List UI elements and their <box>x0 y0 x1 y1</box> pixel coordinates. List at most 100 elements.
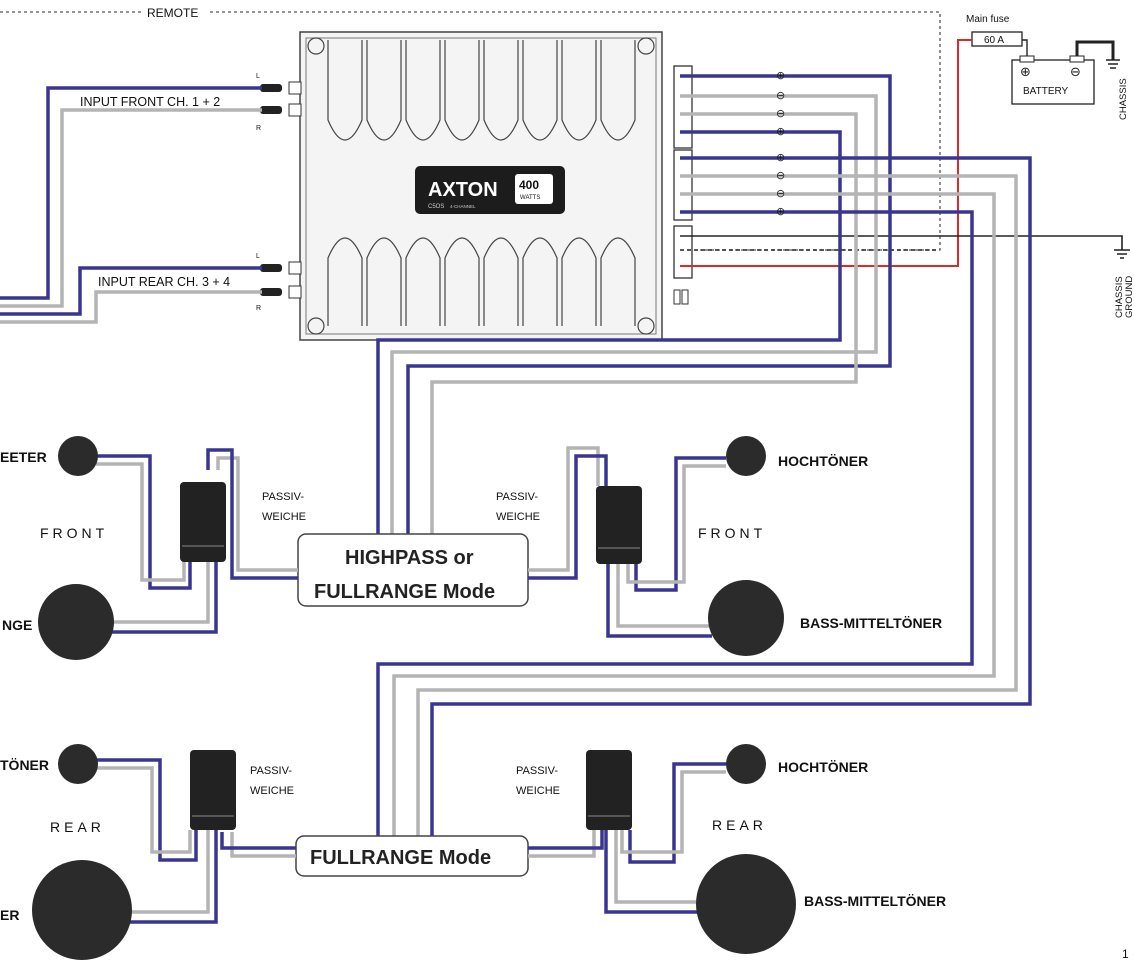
rear-left-woofer-label: ER <box>0 907 19 923</box>
ground-wire <box>680 235 1123 250</box>
battery <box>1011 59 1095 105</box>
rear-right-tweeter-label: HOCHTÖNER <box>778 759 868 775</box>
amp-brand: AXTON <box>428 179 498 201</box>
rear-left-speakers: TÖNER REAR ER PASSIV- WEICHE <box>0 744 296 960</box>
highpass-mode-line2: FULLRANGE Mode <box>314 581 495 603</box>
rear-right-crossover <box>586 750 632 830</box>
highpass-mode-box: HIGHPASS or FULLRANGE Mode <box>297 533 529 607</box>
front-left-section: FRONT <box>40 525 108 541</box>
heatsink-fin <box>483 237 519 326</box>
rear-left-crossover-label-2: WEICHE <box>250 785 294 797</box>
heatsink-fin <box>600 40 636 141</box>
rear-left-crossover-label-1: PASSIV- <box>250 765 292 777</box>
heatsink-fin <box>327 237 363 326</box>
rear-left-crossover <box>190 750 236 830</box>
heatsink-fins-top <box>327 40 636 141</box>
power-wire <box>680 39 972 267</box>
input-cables <box>0 86 262 324</box>
polarity-marks: ⊕ ⊖ ⊖ ⊕ ⊕ ⊖ ⊖ ⊕ <box>776 69 785 218</box>
heatsink-fins-bottom <box>327 237 636 326</box>
chassis-ground-label: CHASSIS GROUND <box>1114 276 1134 318</box>
heatsink-fin <box>405 40 441 141</box>
amp-power: 400 <box>519 178 539 192</box>
front-right-crossover-label-2: WEICHE <box>496 511 540 523</box>
front-right-woofer <box>708 580 784 656</box>
heatsink-fin <box>327 40 363 141</box>
front-left-crossover <box>180 482 226 562</box>
rear-right-woofer-label: BASS-MITTELTÖNER <box>804 893 946 909</box>
svg-text:GROUND: GROUND <box>1124 276 1134 318</box>
page-number: 1 <box>1122 947 1129 961</box>
speaker-wires <box>376 74 1032 840</box>
front-left-tweeter-label: EETER <box>0 449 47 465</box>
amp-model-suffix: 4-CHANNEL <box>450 204 476 209</box>
rear-left-tweeter <box>58 744 98 784</box>
rear-left-section: REAR <box>50 819 105 835</box>
remote-label: REMOTE <box>147 6 198 20</box>
heatsink-fin <box>366 237 402 326</box>
front-left-crossover-label-2: WEICHE <box>262 511 306 523</box>
amp-model: C5OS <box>428 204 444 210</box>
front-left-woofer-label: NGE <box>2 617 32 633</box>
front-right-tweeter <box>726 436 766 476</box>
input-front-label: INPUT FRONT CH. 1 + 2 <box>80 95 220 109</box>
rear-right-crossover-label-1: PASSIV- <box>516 765 558 777</box>
amp-power-unit: WATTS <box>520 195 540 201</box>
power-section: Main fuse 60 A ⊕ ⊖ BATTERY CHASSIS CHASS… <box>680 14 1134 318</box>
polarity-mark: ⊕ <box>776 151 785 164</box>
fullrange-mode-box: FULLRANGE Mode <box>295 835 529 877</box>
heatsink-fin <box>444 237 480 326</box>
polarity-mark: ⊖ <box>776 107 785 120</box>
front-right-woofer-label: BASS-MITTELTÖNER <box>800 615 942 631</box>
input-rear-label: INPUT REAR CH. 3 + 4 <box>98 275 230 289</box>
heatsink-fin <box>366 40 402 141</box>
rear-right-tweeter <box>726 744 766 784</box>
polarity-mark: ⊕ <box>776 69 785 82</box>
battery-label: BATTERY <box>1023 86 1069 97</box>
rear-right-speakers: HOCHTÖNER REAR BASS-MITTELTÖNER PASSIV- … <box>516 744 946 954</box>
jack-front-right-mark: R <box>256 125 261 132</box>
fuse-value: 60 A <box>984 35 1004 46</box>
front-right-tweeter-label: HOCHTÖNER <box>778 453 868 469</box>
front-right-crossover <box>596 486 642 564</box>
heatsink-fin <box>483 40 519 141</box>
rear-left-woofer <box>32 860 132 960</box>
polarity-mark: ⊖ <box>776 187 785 200</box>
amplifier: AXTON 400 WATTS C5OS 4-CHANNEL <box>299 31 663 341</box>
front-right-speakers: HOCHTÖNER FRONT BASS-MITTELTÖNER PASSIV-… <box>496 436 942 656</box>
fullrange-mode-label: FULLRANGE Mode <box>310 847 491 869</box>
speaker-terminals <box>673 65 693 305</box>
front-left-speakers: EETER FRONT NGE PASSIV- WEICHE <box>0 436 306 660</box>
polarity-mark: ⊖ <box>776 89 785 102</box>
chassis-label: CHASSIS <box>1118 78 1129 120</box>
heatsink-fin <box>561 40 597 141</box>
rear-right-section: REAR <box>712 817 767 833</box>
polarity-mark: ⊖ <box>776 169 785 182</box>
jack-front-left-mark: L <box>256 73 260 80</box>
jack-rear-right-mark: R <box>256 305 261 312</box>
rear-left-tweeter-label: TÖNER <box>0 757 49 773</box>
heatsink-fin <box>522 237 558 326</box>
svg-text:CHASSIS: CHASSIS <box>1114 276 1125 318</box>
input-jacks: L R L R <box>256 73 302 312</box>
jack-rear-left-mark: L <box>256 253 260 260</box>
heatsink-fin <box>444 40 480 141</box>
front-left-tweeter <box>58 436 98 476</box>
heatsink-fin <box>600 237 636 326</box>
rear-right-woofer <box>696 854 796 954</box>
polarity-mark: ⊕ <box>776 125 785 138</box>
front-right-section: FRONT <box>698 525 766 541</box>
heatsink-fin <box>522 40 558 141</box>
heatsink-fin <box>405 237 441 326</box>
heatsink-fin <box>561 237 597 326</box>
highpass-mode-line1: HIGHPASS or <box>345 547 474 569</box>
front-left-crossover-label-1: PASSIV- <box>262 491 304 503</box>
polarity-mark: ⊕ <box>776 205 785 218</box>
front-right-crossover-label-1: PASSIV- <box>496 491 538 503</box>
main-fuse-label: Main fuse <box>966 14 1010 25</box>
rear-right-crossover-label-2: WEICHE <box>516 785 560 797</box>
front-left-woofer <box>38 584 114 660</box>
battery-plus-icon: ⊕ <box>1020 65 1031 80</box>
battery-minus-icon: ⊖ <box>1070 65 1081 80</box>
